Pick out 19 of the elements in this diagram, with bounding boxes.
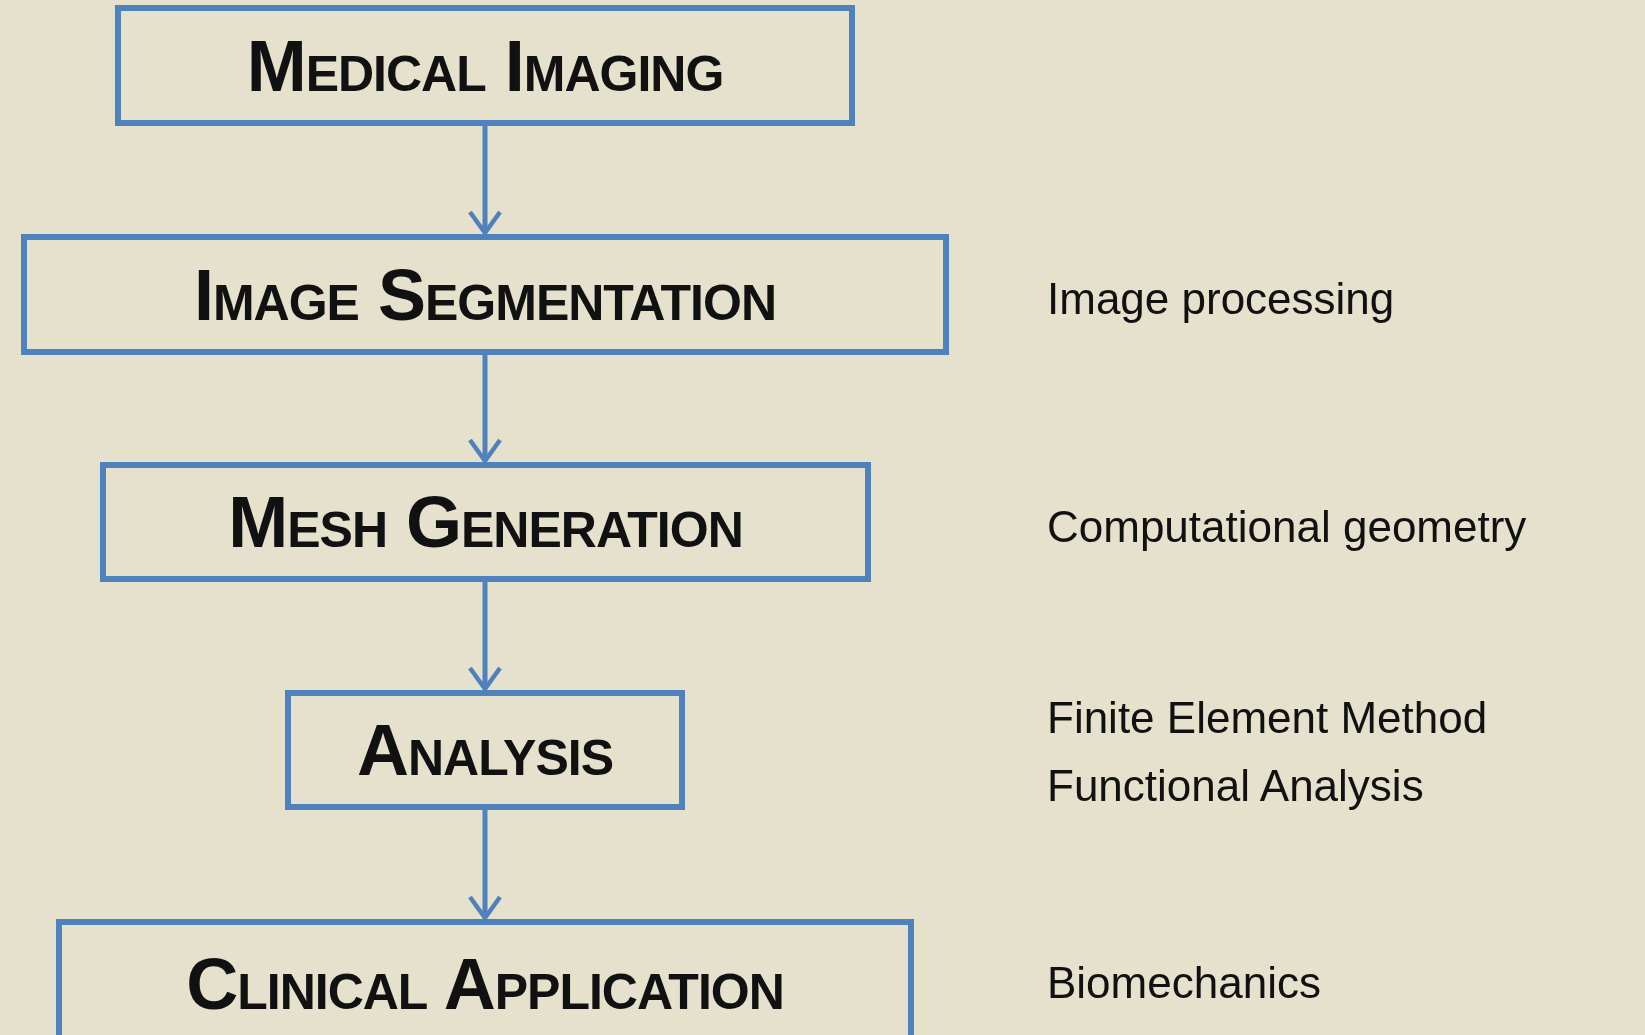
step-title: Medical Imaging bbox=[246, 24, 724, 107]
arrow bbox=[467, 582, 503, 692]
step-title: Image Segmentation bbox=[193, 253, 776, 336]
method-note: Biomechanics bbox=[1047, 957, 1321, 1009]
method-note: Finite Element Method bbox=[1047, 692, 1488, 744]
arrow bbox=[467, 126, 503, 236]
arrow bbox=[467, 355, 503, 464]
process-box bbox=[56, 919, 914, 1035]
process-box bbox=[285, 690, 685, 810]
method-note: Functional Analysis bbox=[1047, 760, 1424, 812]
step-title: Analysis bbox=[356, 709, 614, 791]
process-box bbox=[100, 462, 871, 582]
step-title: Mesh Generation bbox=[228, 481, 743, 563]
step-title: Clinical Application bbox=[186, 943, 784, 1025]
arrow bbox=[467, 810, 503, 921]
method-note: Computational geometry bbox=[1047, 501, 1527, 553]
method-note: Image processing bbox=[1047, 273, 1395, 325]
process-box bbox=[21, 234, 949, 355]
process-box bbox=[115, 5, 855, 126]
